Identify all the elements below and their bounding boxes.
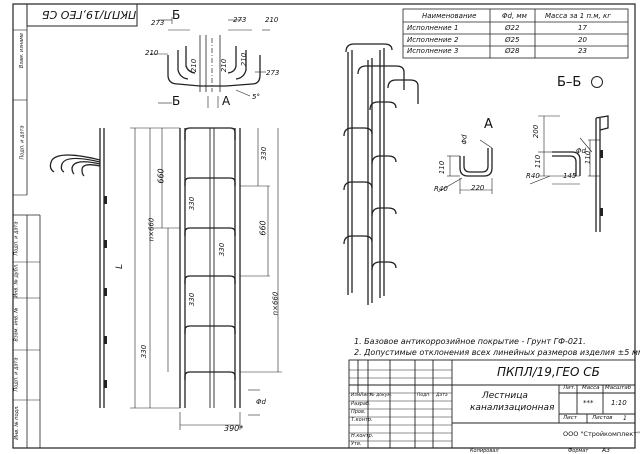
dim-label: Φd [576, 147, 586, 155]
strip-label: Взам. инв. № [13, 307, 20, 342]
product-name: канализационная [470, 403, 555, 413]
dim-label: R40 [526, 172, 540, 180]
lit-label: Лит. [563, 385, 576, 391]
dim-label: 110 [534, 154, 543, 169]
dim-label: 210 [240, 52, 249, 67]
table-cell: 23 [578, 47, 587, 55]
dim-label: 210 [220, 58, 229, 73]
table-cell: Ø22 [505, 24, 520, 32]
scale-value: 1:10 [611, 399, 627, 407]
table-cell: Ø28 [505, 47, 520, 55]
dim-label: 110 [584, 150, 593, 165]
title-block-lines [348, 359, 636, 449]
table-cell: Исполнение 1 [407, 24, 459, 32]
view-title: А [484, 117, 493, 132]
dim-label: L [115, 263, 126, 270]
section-bb-detail [552, 115, 609, 232]
sheets-label: Листов [592, 415, 613, 421]
strip-label: Подп. и дата [13, 357, 20, 392]
dim-label: 220 [471, 184, 485, 192]
table-cell: Ø25 [505, 36, 520, 44]
format-value: А3 [602, 447, 610, 454]
section-letter: Б [172, 94, 181, 108]
dim-label: 200 [532, 124, 541, 139]
table-cell: 20 [578, 36, 587, 44]
view-letter: А [222, 94, 231, 108]
rotated-code-stamp: ПКПЛ/19,ГЕО СБ [42, 8, 137, 21]
table-header: Φd, мм [502, 12, 527, 20]
view-a-detail [459, 148, 493, 177]
dim-label: 5° [252, 93, 260, 101]
col-header: Лист [360, 393, 372, 398]
dim-label: 330 [188, 196, 197, 211]
rotate-view-icon [591, 76, 603, 88]
strip-label: Взам. изнаме [19, 32, 26, 69]
strip-label: Инв. № подл. [13, 405, 20, 440]
table-cell: 17 [578, 24, 587, 32]
strip-label: Инв. № дубл. [13, 263, 20, 298]
dim-label: 273 [233, 16, 247, 24]
table-cell: Исполнение 2 [407, 36, 459, 44]
side-view-ladder [49, 128, 107, 408]
view-title: Б–Б [557, 75, 582, 90]
mass-value: *** [583, 399, 594, 407]
col-header: Дата [436, 393, 448, 398]
dim-label: 330 [188, 292, 197, 307]
dim-label: 110 [438, 160, 447, 175]
top-view [167, 35, 261, 92]
col-header: Изм. [351, 393, 362, 398]
dim-label: 330 [218, 242, 227, 257]
dim-label: 145 [563, 172, 577, 180]
isometric-view [343, 43, 419, 305]
dim-label: n×660 [147, 217, 156, 242]
dim-label: n×660 [271, 291, 280, 316]
section-letter: Б [172, 8, 181, 22]
role-label: Утв. [351, 441, 362, 447]
note-line: 2. Допустимые отклонения всех линейных р… [354, 348, 640, 357]
dim-label: 273 [266, 69, 280, 77]
role-label: Разраб. [351, 401, 371, 407]
role-label: Н.контр. [351, 433, 374, 439]
col-header: № докум. [370, 393, 393, 398]
dim-label: Φd [256, 398, 266, 406]
dim-label: 660 [258, 220, 268, 236]
dim-label: 660 [156, 168, 166, 184]
mass-label: Масса [582, 385, 600, 391]
sheets-value: 1 [623, 415, 627, 422]
dim-label: 210 [145, 49, 159, 57]
sheet-label: Лист [563, 415, 577, 421]
role-label: Т.контр. [351, 417, 373, 423]
dim-label: 330 [260, 146, 269, 161]
role-label: Пров. [351, 409, 366, 415]
dim-label: R40 [434, 185, 448, 193]
title-block-code: ПКПЛ/19,ГЕО СБ [497, 365, 600, 379]
copied-label: Копировал [470, 448, 499, 454]
dim-label: 273 [151, 19, 165, 27]
dim-label: 390* [224, 424, 244, 433]
dim-label: 210 [265, 16, 279, 24]
note-line: 1. Базовое антикоррозийное покрытие - Гр… [354, 337, 586, 346]
dim-label: 210 [190, 58, 199, 73]
format-label: Формат [568, 448, 589, 454]
table-cell: Исполнение 3 [407, 47, 459, 55]
dim-label: Φd [460, 134, 469, 145]
table-header: Наименование [422, 12, 477, 20]
organization: ООО "Стройкомплект" [563, 430, 640, 438]
col-header: Подп. [417, 393, 431, 398]
scale-label: Масштаб [605, 385, 632, 391]
strip-label: Подп. и дата [19, 125, 26, 160]
strip-label: Подп. и дата [13, 221, 20, 256]
table-header: Масса за 1 п.м, кг [545, 12, 611, 20]
front-view-ladder [179, 127, 241, 408]
dim-label: 330 [140, 344, 149, 359]
product-name: Лестница [482, 391, 528, 401]
